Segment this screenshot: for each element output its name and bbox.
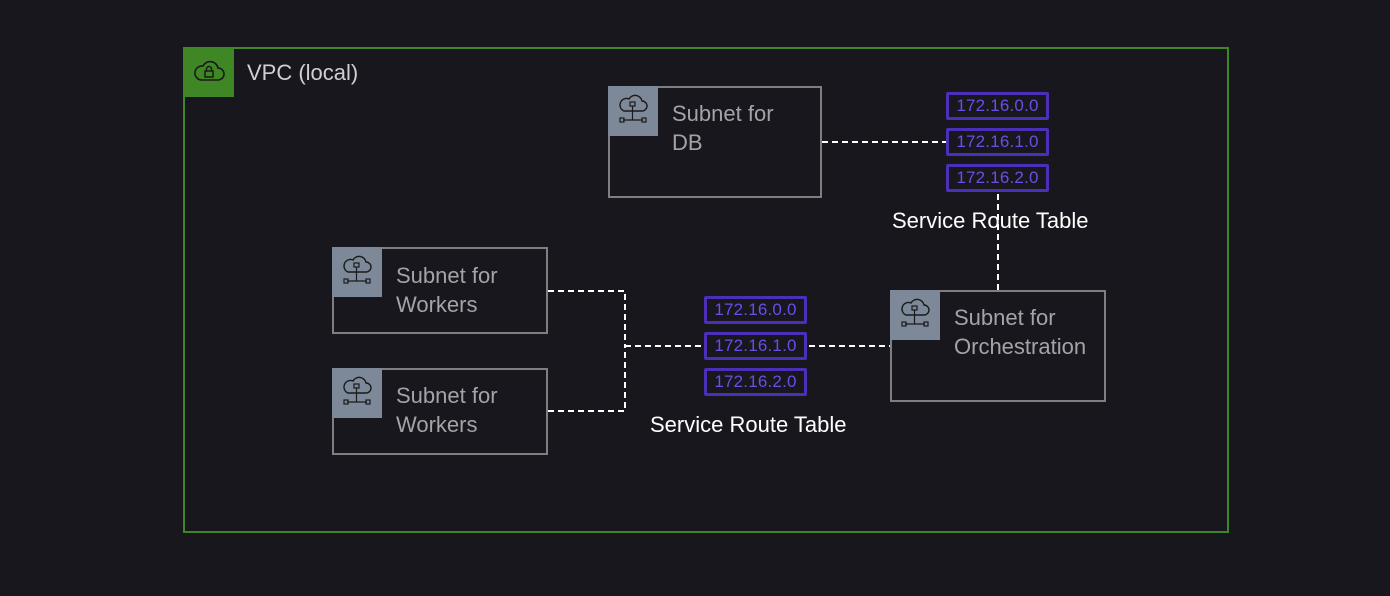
- route-entry: 172.16.0.0: [704, 296, 807, 324]
- subnet-workers-2-label: Subnet for Workers: [396, 383, 498, 437]
- route-entry: 172.16.0.0: [946, 92, 1049, 120]
- subnet-orchestration-label: Subnet for Orchestration: [954, 305, 1087, 359]
- subnet-cloud-network-icon: [608, 86, 658, 136]
- subnet-cloud-network-icon: [332, 368, 382, 418]
- route-entry: 172.16.2.0: [704, 368, 807, 396]
- vpc-cloud-lock-icon: [183, 47, 234, 97]
- connector-workers-2: [548, 346, 626, 412]
- connector-workers-1: [548, 290, 626, 346]
- route-entry: 172.16.1.0: [704, 332, 807, 360]
- route-entry: 172.16.2.0: [946, 164, 1049, 192]
- route-entry: 172.16.1.0: [946, 128, 1049, 156]
- route-table-top[interactable]: 172.16.0.0 172.16.1.0 172.16.2.0: [946, 92, 1049, 192]
- vpc-title: VPC (local): [247, 60, 359, 85]
- route-table-bottom[interactable]: 172.16.0.0 172.16.1.0 172.16.2.0: [704, 296, 807, 396]
- subnet-orchestration[interactable]: [890, 290, 1106, 402]
- subnet-cloud-network-icon: [332, 247, 382, 297]
- route-table-top-label: Service Route Table: [892, 208, 1089, 233]
- subnet-db-label: Subnet for DB: [672, 101, 774, 155]
- subnet-cloud-network-icon: [890, 290, 940, 340]
- subnet-db[interactable]: [608, 86, 822, 198]
- subnet-workers-1-label: Subnet for Workers: [396, 263, 498, 317]
- route-table-bottom-label: Service Route Table: [650, 412, 847, 437]
- vpc-group: [183, 47, 1229, 533]
